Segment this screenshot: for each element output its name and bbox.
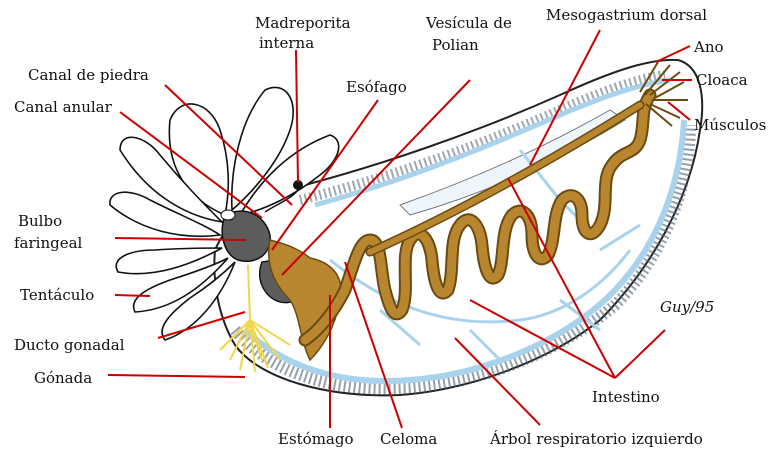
label-ducto: Ducto gonadal [14,336,125,354]
label-bulbo: Bulbo [18,212,62,230]
leader-tentaculo [115,295,150,296]
label-polian: Polian [432,36,479,54]
label-mesogastrium: Mesogastrium dorsal [546,6,707,24]
label-esofago: Esófago [346,78,407,96]
label-madreporita: Madreporita [255,14,351,32]
label-canal-piedra: Canal de piedra [28,66,149,84]
label-interna: interna [259,34,314,52]
label-arbol: Árbol respiratorio izquierdo [489,430,703,448]
label-tentaculo: Tentáculo [20,286,94,304]
label-cloaca: Cloaca [696,71,748,89]
label-canal-anular: Canal anular [14,98,113,116]
label-celoma: Celoma [380,430,437,448]
leader-intestino-3 [615,330,665,378]
label-ano: Ano [693,38,724,56]
artist-signature: Guy/95 [660,298,714,316]
label-gonada: Gónada [34,369,92,387]
label-vesicula: Vesícula de [425,14,512,32]
label-intestino: Intestino [592,388,660,406]
label-musculos: Músculos [694,116,766,134]
leader-gonada [108,375,245,377]
label-estomago: Estómago [278,430,354,448]
label-faringeal: faringeal [14,234,83,252]
